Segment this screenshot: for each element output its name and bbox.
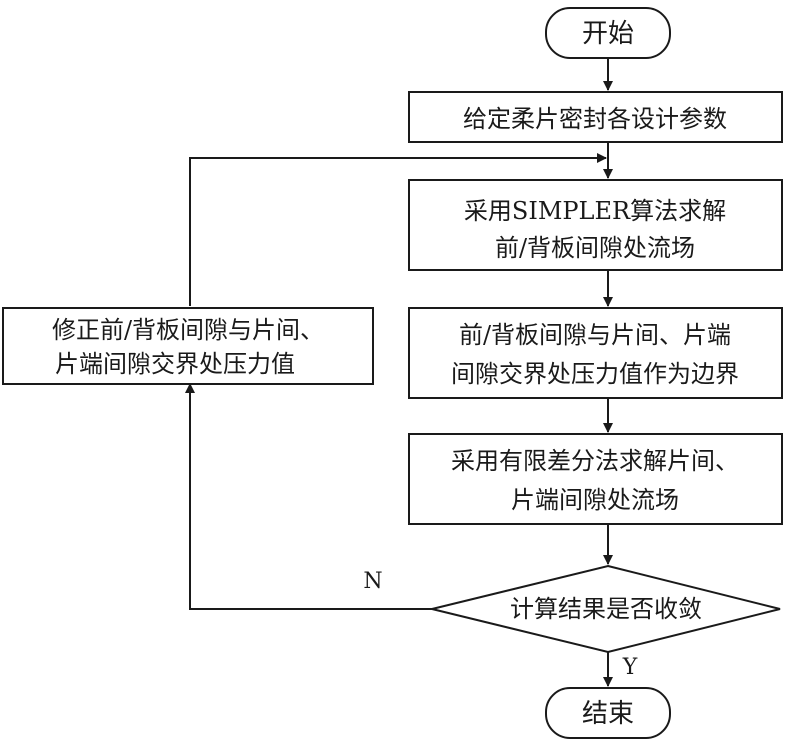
correct-label-line2: 片端间隙交界处压力值 (55, 350, 295, 378)
end-label: 结束 (582, 699, 634, 729)
fdm-label-line2: 片端间隙处流场 (511, 486, 679, 514)
correct-label-line1: 修正前/背板间隙与片间、 (52, 316, 324, 344)
simpler-label-line1: 采用SIMPLER算法求解 (464, 197, 726, 225)
boundary-node: 前/背板间隙与片间、片端 间隙交界处压力值作为边界 (408, 307, 783, 399)
simpler-node: 采用SIMPLER算法求解 前/背板间隙处流场 (408, 179, 783, 271)
simpler-label-line2: 前/背板间隙处流场 (495, 234, 695, 262)
params-label: 给定柔片密封各设计参数 (463, 105, 727, 133)
decision-label: 计算结果是否收敛 (510, 595, 702, 623)
no-label: N (363, 569, 382, 594)
fdm-label-line1: 采用有限差分法求解片间、 (451, 447, 739, 475)
decision-node: 计算结果是否收敛 (431, 564, 781, 654)
start-label: 开始 (582, 19, 634, 49)
start-node: 开始 (545, 7, 671, 59)
params-node: 给定柔片密封各设计参数 (408, 91, 783, 143)
boundary-label-line1: 前/背板间隙与片间、片端 (459, 321, 731, 349)
loop-no-to-correct (185, 383, 432, 610)
fdm-node: 采用有限差分法求解片间、 片端间隙处流场 (408, 433, 783, 525)
loop-correct-to-merge (189, 153, 607, 306)
boundary-label-line2: 间隙交界处压力值作为边界 (451, 360, 739, 388)
yes-label: Y (622, 655, 638, 680)
end-node: 结束 (545, 687, 671, 739)
correct-node: 修正前/背板间隙与片间、 片端间隙交界处压力值 (2, 307, 374, 385)
